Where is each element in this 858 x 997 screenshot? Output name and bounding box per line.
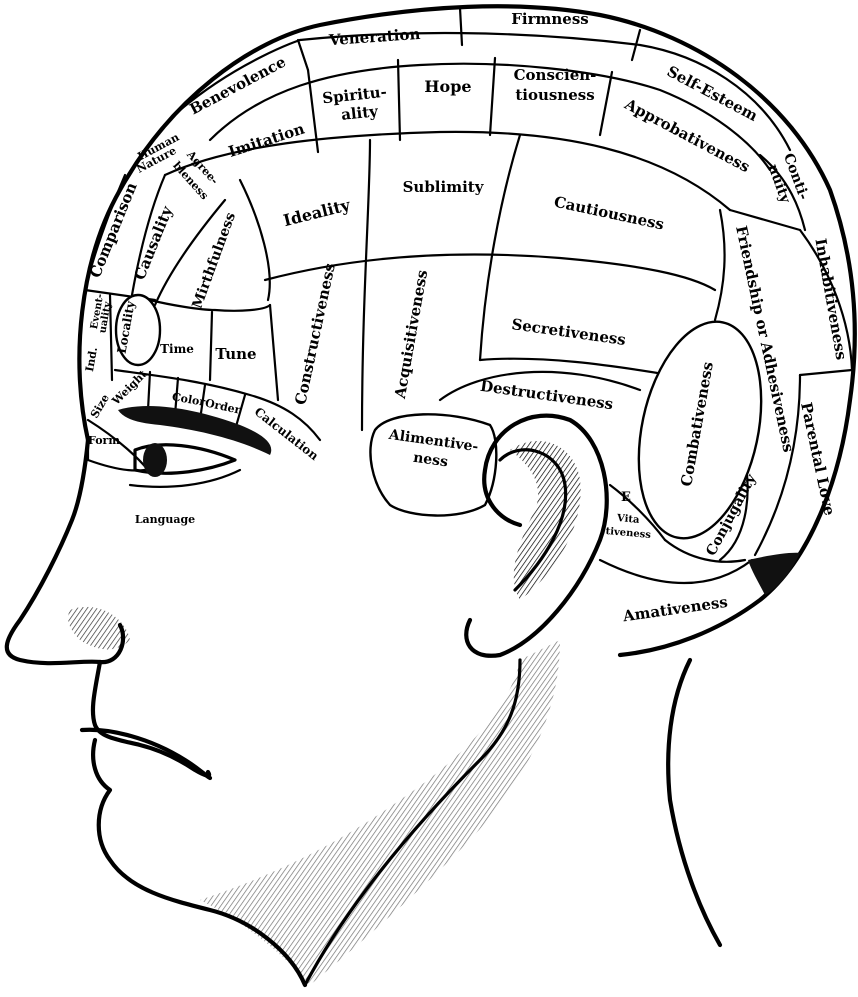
label-time: Time bbox=[160, 342, 194, 356]
label-sublimity: Sublimity bbox=[403, 178, 485, 196]
label-cautiousness: Cautiousness bbox=[552, 193, 665, 234]
label-ideality: Ideality bbox=[281, 195, 352, 230]
label-calculation: Calculation bbox=[252, 405, 322, 464]
label-spirituality-2: ality bbox=[340, 102, 380, 124]
neck-shading bbox=[200, 640, 560, 985]
label-alimentiveness-2: ness bbox=[412, 450, 449, 471]
label-amativeness: Amativeness bbox=[621, 593, 729, 626]
ear bbox=[464, 413, 609, 658]
label-vitativeness-2: tiveness bbox=[605, 526, 652, 541]
label-individuality: Ind. bbox=[83, 346, 100, 373]
label-mirthfulness: Mirthfulness bbox=[189, 210, 239, 311]
label-hope: Hope bbox=[424, 77, 471, 96]
label-size: Size bbox=[88, 392, 112, 420]
label-firmness: Firmness bbox=[511, 10, 588, 28]
label-language: Language bbox=[135, 513, 195, 526]
alimentiveness-region bbox=[369, 413, 498, 517]
combativeness-region bbox=[637, 320, 763, 540]
mouth bbox=[79, 727, 213, 781]
label-conscientiousness-2: tiousness bbox=[515, 86, 594, 104]
locality-region bbox=[114, 293, 162, 367]
label-veneration: Veneration bbox=[327, 25, 421, 49]
nostril-shading bbox=[68, 606, 130, 650]
label-conscientiousness-1: Conscien- bbox=[514, 66, 597, 84]
label-vitativeness-1: Vita bbox=[616, 513, 641, 526]
label-inhabitiveness: Inhabitiveness bbox=[811, 237, 850, 361]
label-color: Color bbox=[171, 390, 206, 409]
faculty-labels: Firmness Veneration Benevolence Self-Est… bbox=[83, 10, 850, 625]
label-constructiveness: Constructiveness bbox=[291, 261, 339, 406]
label-vitativeness-e: E bbox=[621, 490, 631, 505]
label-causality: Causality bbox=[130, 203, 176, 283]
label-order: Order bbox=[204, 396, 242, 416]
label-destructiveness: Destructiveness bbox=[479, 377, 614, 413]
eye bbox=[118, 405, 272, 488]
label-weight: Weight bbox=[109, 367, 150, 408]
label-imitation: Imitation bbox=[226, 119, 307, 160]
label-parental-love: Parental Love bbox=[797, 401, 839, 518]
label-secretiveness: Secretiveness bbox=[510, 315, 627, 349]
label-tune: Tune bbox=[215, 345, 256, 363]
label-form: Form bbox=[88, 434, 120, 447]
label-comparison: Comparison bbox=[86, 180, 141, 280]
occipital-shading bbox=[748, 552, 800, 595]
label-acquisitiveness: Acquisitiveness bbox=[391, 268, 432, 400]
